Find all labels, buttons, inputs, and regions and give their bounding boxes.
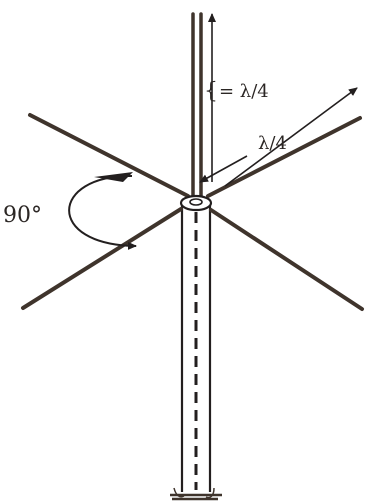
vertical-length-label: = λ/4 [219,81,269,102]
vertical-bracket: { [204,79,218,104]
radial-upper-right [206,116,362,198]
radiator-base [189,198,203,206]
angle-label: 90° [3,203,42,228]
radial-length-label: λ/4 [258,133,287,154]
mast [170,204,222,501]
radial-upper-left [28,113,190,198]
radial-lower-right [209,208,364,311]
radial-length-arrow [224,87,358,187]
angle-arc [68,174,137,250]
vertical-radiator [191,12,203,198]
radial-length-pointer [199,155,248,183]
radial-lower-left [21,207,183,310]
angle-arc-start-arrow [94,172,133,182]
